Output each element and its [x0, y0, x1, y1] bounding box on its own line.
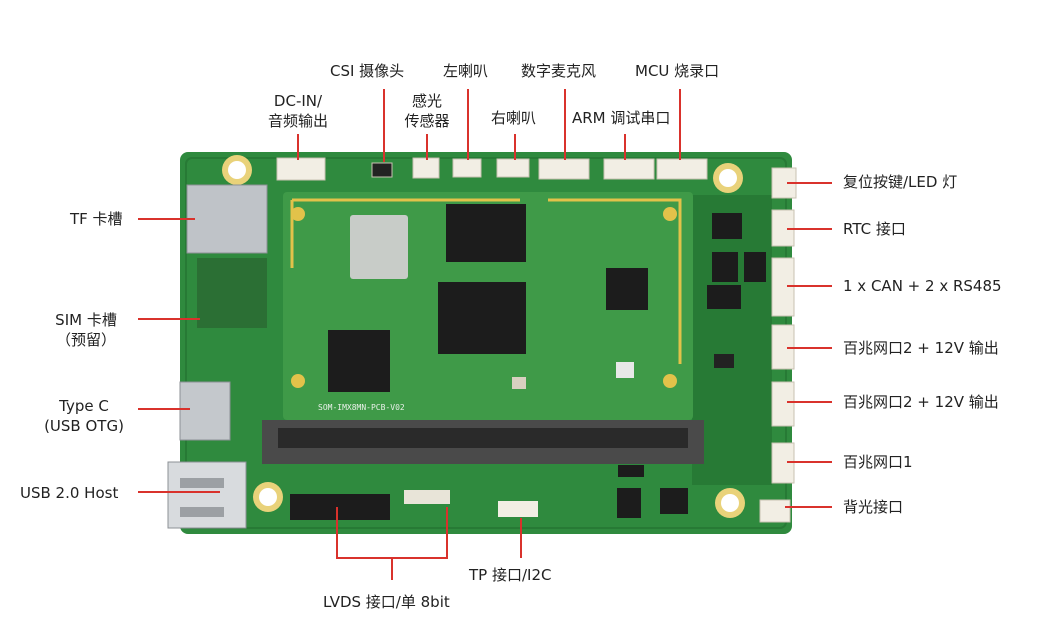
label-rtc: RTC 接口	[843, 220, 906, 238]
label-light-line2: 传感器	[404, 112, 450, 130]
leader-lines	[138, 89, 832, 580]
silkscreen-text: SOM-IMX8MN-PCB-V02	[318, 403, 405, 412]
label-eth2-b: 百兆网口2 + 12V 输出	[843, 393, 999, 411]
label-typec-line2: (USB OTG)	[44, 417, 124, 435]
label-dcin: DC-IN/ 音频输出	[252, 91, 344, 131]
label-eth1: 百兆网口1	[843, 453, 913, 471]
label-tf-slot: TF 卡槽	[70, 210, 123, 228]
label-light-sensor: 感光 传感器	[392, 91, 462, 131]
label-sim-line1: SIM 卡槽	[55, 311, 117, 329]
label-usb-host: USB 2.0 Host	[20, 484, 119, 502]
label-dcin-line2: 音频输出	[267, 112, 328, 130]
label-can-rs485: 1 x CAN + 2 x RS485	[843, 277, 1002, 295]
label-arm-debug: ARM 调试串口	[572, 109, 671, 127]
label-tp-i2c: TP 接口/I2C	[469, 566, 552, 584]
label-light-line1: 感光	[411, 92, 442, 110]
label-dcin-line1: DC-IN/	[273, 92, 323, 110]
label-digital-mic: 数字麦克风	[521, 62, 597, 80]
label-right-speaker: 右喇叭	[491, 109, 537, 127]
label-reset-led: 复位按键/LED 灯	[843, 173, 958, 191]
label-eth2-a: 百兆网口2 + 12V 输出	[843, 339, 999, 357]
label-lvds: LVDS 接口/单 8bit	[323, 593, 450, 611]
label-sim-slot: SIM 卡槽 （预留）	[46, 310, 126, 350]
label-left-speaker: 左喇叭	[443, 62, 489, 80]
top-connectors	[276, 157, 797, 199]
label-typec: Type C (USB OTG)	[34, 396, 134, 436]
label-typec-line1: Type C	[59, 397, 109, 415]
som-module	[283, 192, 693, 420]
left-parts	[167, 184, 538, 529]
label-sim-line2: （预留）	[55, 331, 116, 349]
label-mcu-flash: MCU 烧录口	[635, 62, 720, 80]
label-csi-camera: CSI 摄像头	[330, 62, 405, 80]
label-backlight: 背光接口	[843, 498, 904, 516]
